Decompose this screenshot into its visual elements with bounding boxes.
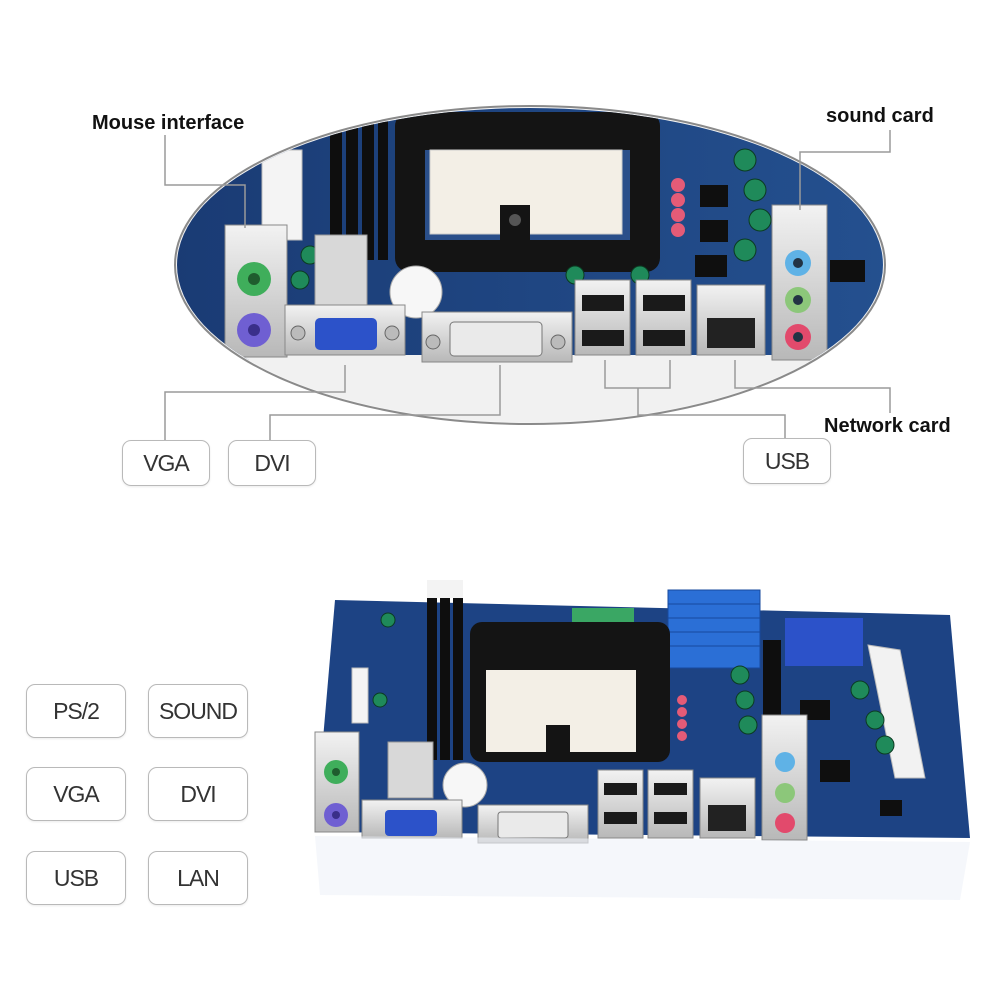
leader-lines [164,130,891,440]
heatsink [667,589,761,669]
feature-tag-label: SOUND [158,697,238,724]
red-capacitors [671,178,685,237]
feature-tag-label: LAN [177,864,220,891]
zoom-ellipse [174,105,886,425]
sound-card-label: sound card [826,105,934,127]
audio-bracket [771,204,828,361]
feature-tag-ps2: PS/2 [26,684,126,738]
dvi-tag-label: DVI [254,449,290,476]
lan-port-zoomed [696,284,766,356]
ps2-bracket [224,224,288,358]
usb-tag: USB [743,438,831,484]
feature-tag-sound: SOUND [148,684,248,738]
feature-tag-dvi: DVI [148,767,248,821]
mouse-interface-label: Mouse interface [92,112,245,134]
feature-tag-usb: USB [26,851,126,905]
feature-tag-label: VGA [53,780,100,807]
chips [695,185,865,282]
capacitors [290,148,772,290]
ram-slots [330,110,388,260]
vga-port-zoomed [284,304,406,356]
cpu-socket [395,112,660,272]
feature-tag-label: PS/2 [53,697,100,724]
network-card-label: Network card [824,415,951,437]
dvi-port-zoomed [421,311,573,363]
feature-tag-lan: LAN [148,851,248,905]
feature-tag-label: USB [53,864,99,891]
usb-tag-label: USB [764,447,810,474]
motherboard-photo [314,580,970,900]
feature-tag-vga: VGA [26,767,126,821]
usb-ports-zoomed [574,279,692,356]
vga-tag: VGA [122,440,210,486]
vga-tag-label: VGA [143,449,190,476]
feature-tag-label: DVI [180,780,216,807]
dvi-tag: DVI [228,440,316,486]
